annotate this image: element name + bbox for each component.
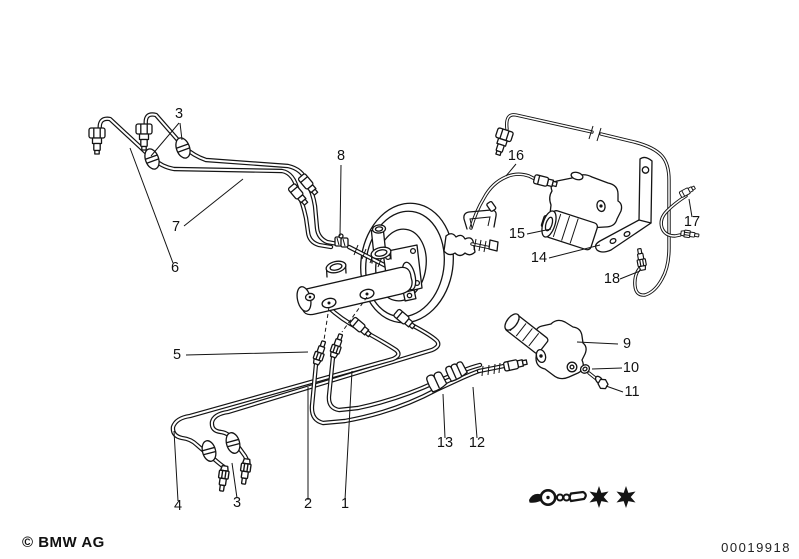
callout-label-2: 2	[304, 496, 312, 512]
callout-label-8: 8	[337, 148, 345, 164]
clevis-bracket	[463, 209, 497, 230]
callout-label-12: 12	[469, 435, 485, 451]
port-alignment-dashes	[323, 296, 368, 341]
brake-pressure-regulator	[504, 313, 587, 380]
pressure-valve	[540, 171, 623, 251]
pipe-clamp	[334, 233, 349, 248]
callout-label-6: 6	[171, 260, 179, 276]
callout-label-4: 4	[174, 498, 182, 514]
callout-label-7: 7	[172, 219, 180, 235]
pipe-clip-double	[426, 371, 448, 393]
callout-label-1: 1	[341, 496, 349, 512]
six-pointed-star-icon	[589, 486, 609, 508]
callout-label-14: 14	[531, 250, 547, 266]
callout-label-13: 13	[437, 435, 453, 451]
pushrod-thread-hatch	[473, 238, 487, 253]
callout-label-5: 5	[173, 347, 181, 363]
drawing-number: 00019918	[721, 540, 791, 555]
master-cylinder	[296, 244, 423, 316]
callout-label-11: 11	[624, 384, 639, 400]
callout-label-3-top: 3	[175, 106, 183, 122]
callout-label-16: 16	[508, 148, 524, 164]
mounting-bolt	[587, 371, 609, 390]
callout-label-17: 17	[684, 214, 700, 230]
callout-label-10: 10	[623, 360, 639, 376]
callout-label-3-bottom: 3	[233, 495, 241, 511]
pipe-clip-triple	[445, 361, 468, 382]
lock-washer	[579, 364, 591, 374]
pipe-symbol-capsule	[568, 490, 587, 503]
copyright-text: © BMW AG	[22, 534, 105, 551]
callout-label-15: 15	[509, 226, 525, 242]
pipe-symbol-crescent	[529, 493, 541, 503]
pipe-union-nut	[287, 172, 697, 372]
regulator-rod-hatch	[481, 362, 501, 377]
pipe-break-marks	[588, 125, 602, 142]
legend-symbols	[529, 489, 587, 506]
callout-label-9: 9	[623, 336, 631, 352]
valve-bracket	[594, 156, 653, 253]
six-pointed-star-icon	[616, 486, 636, 508]
callout-label-18: 18	[604, 271, 620, 287]
mc-reservoir-boss	[325, 260, 347, 274]
booster-pushrod	[443, 209, 499, 257]
callout-leader-lines	[129, 122, 693, 502]
brake-pipes	[100, 114, 688, 467]
